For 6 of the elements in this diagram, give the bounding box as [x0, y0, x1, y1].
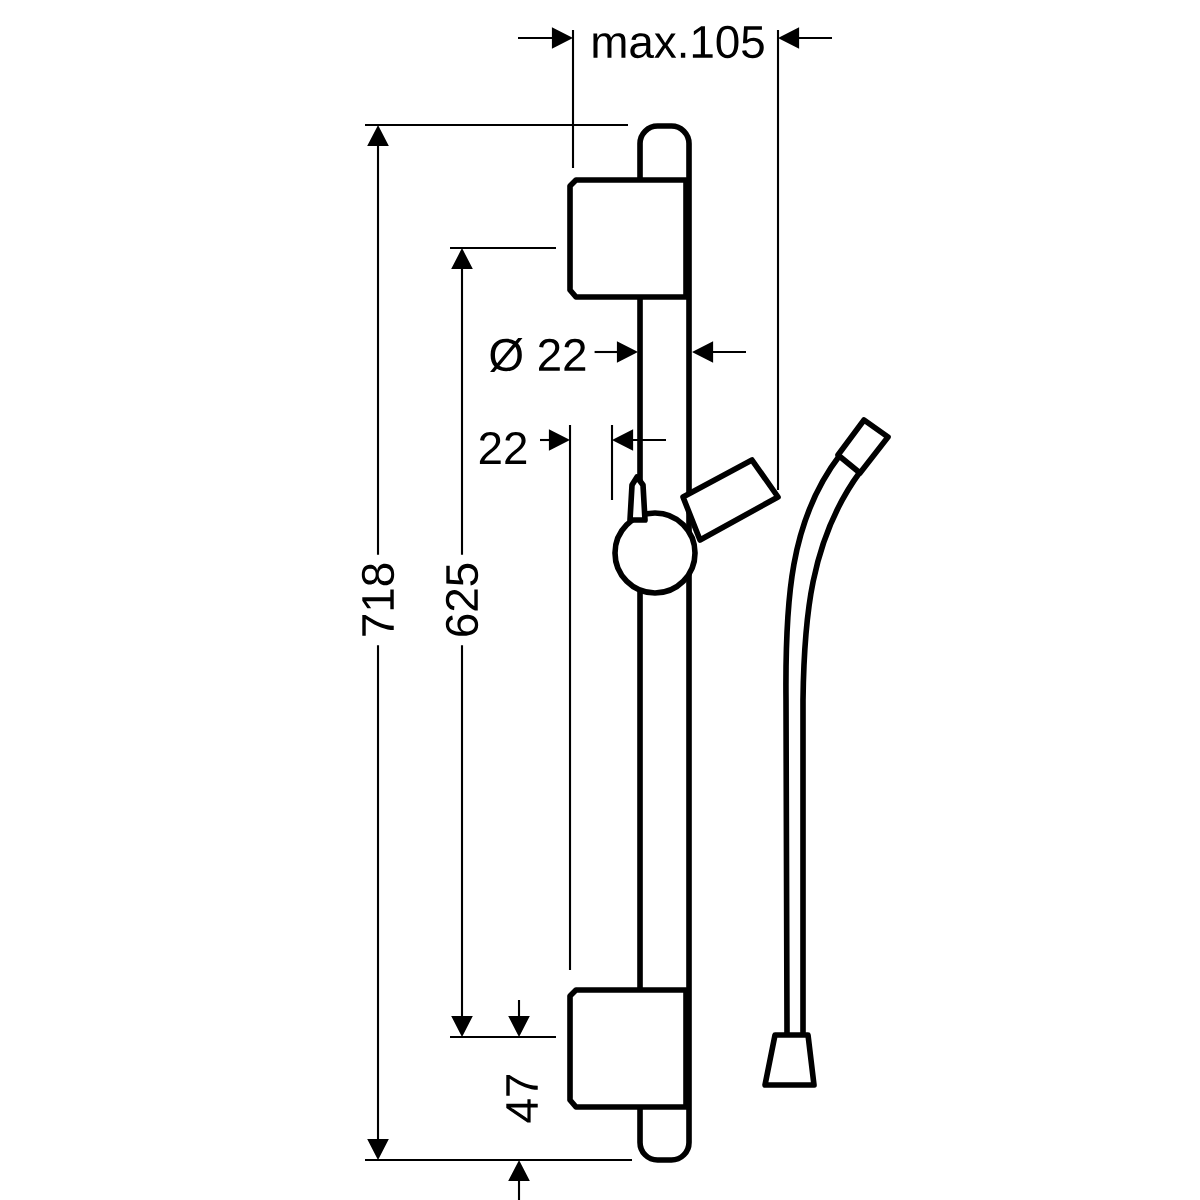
dimension-label: 625	[438, 554, 486, 646]
dimension-label: 718	[354, 554, 402, 646]
dimension-label: 22	[470, 425, 536, 471]
dimension-label: 47	[499, 1065, 545, 1131]
dimension-label: max.105	[583, 18, 773, 66]
dimension-label: Ø 22	[481, 331, 595, 379]
